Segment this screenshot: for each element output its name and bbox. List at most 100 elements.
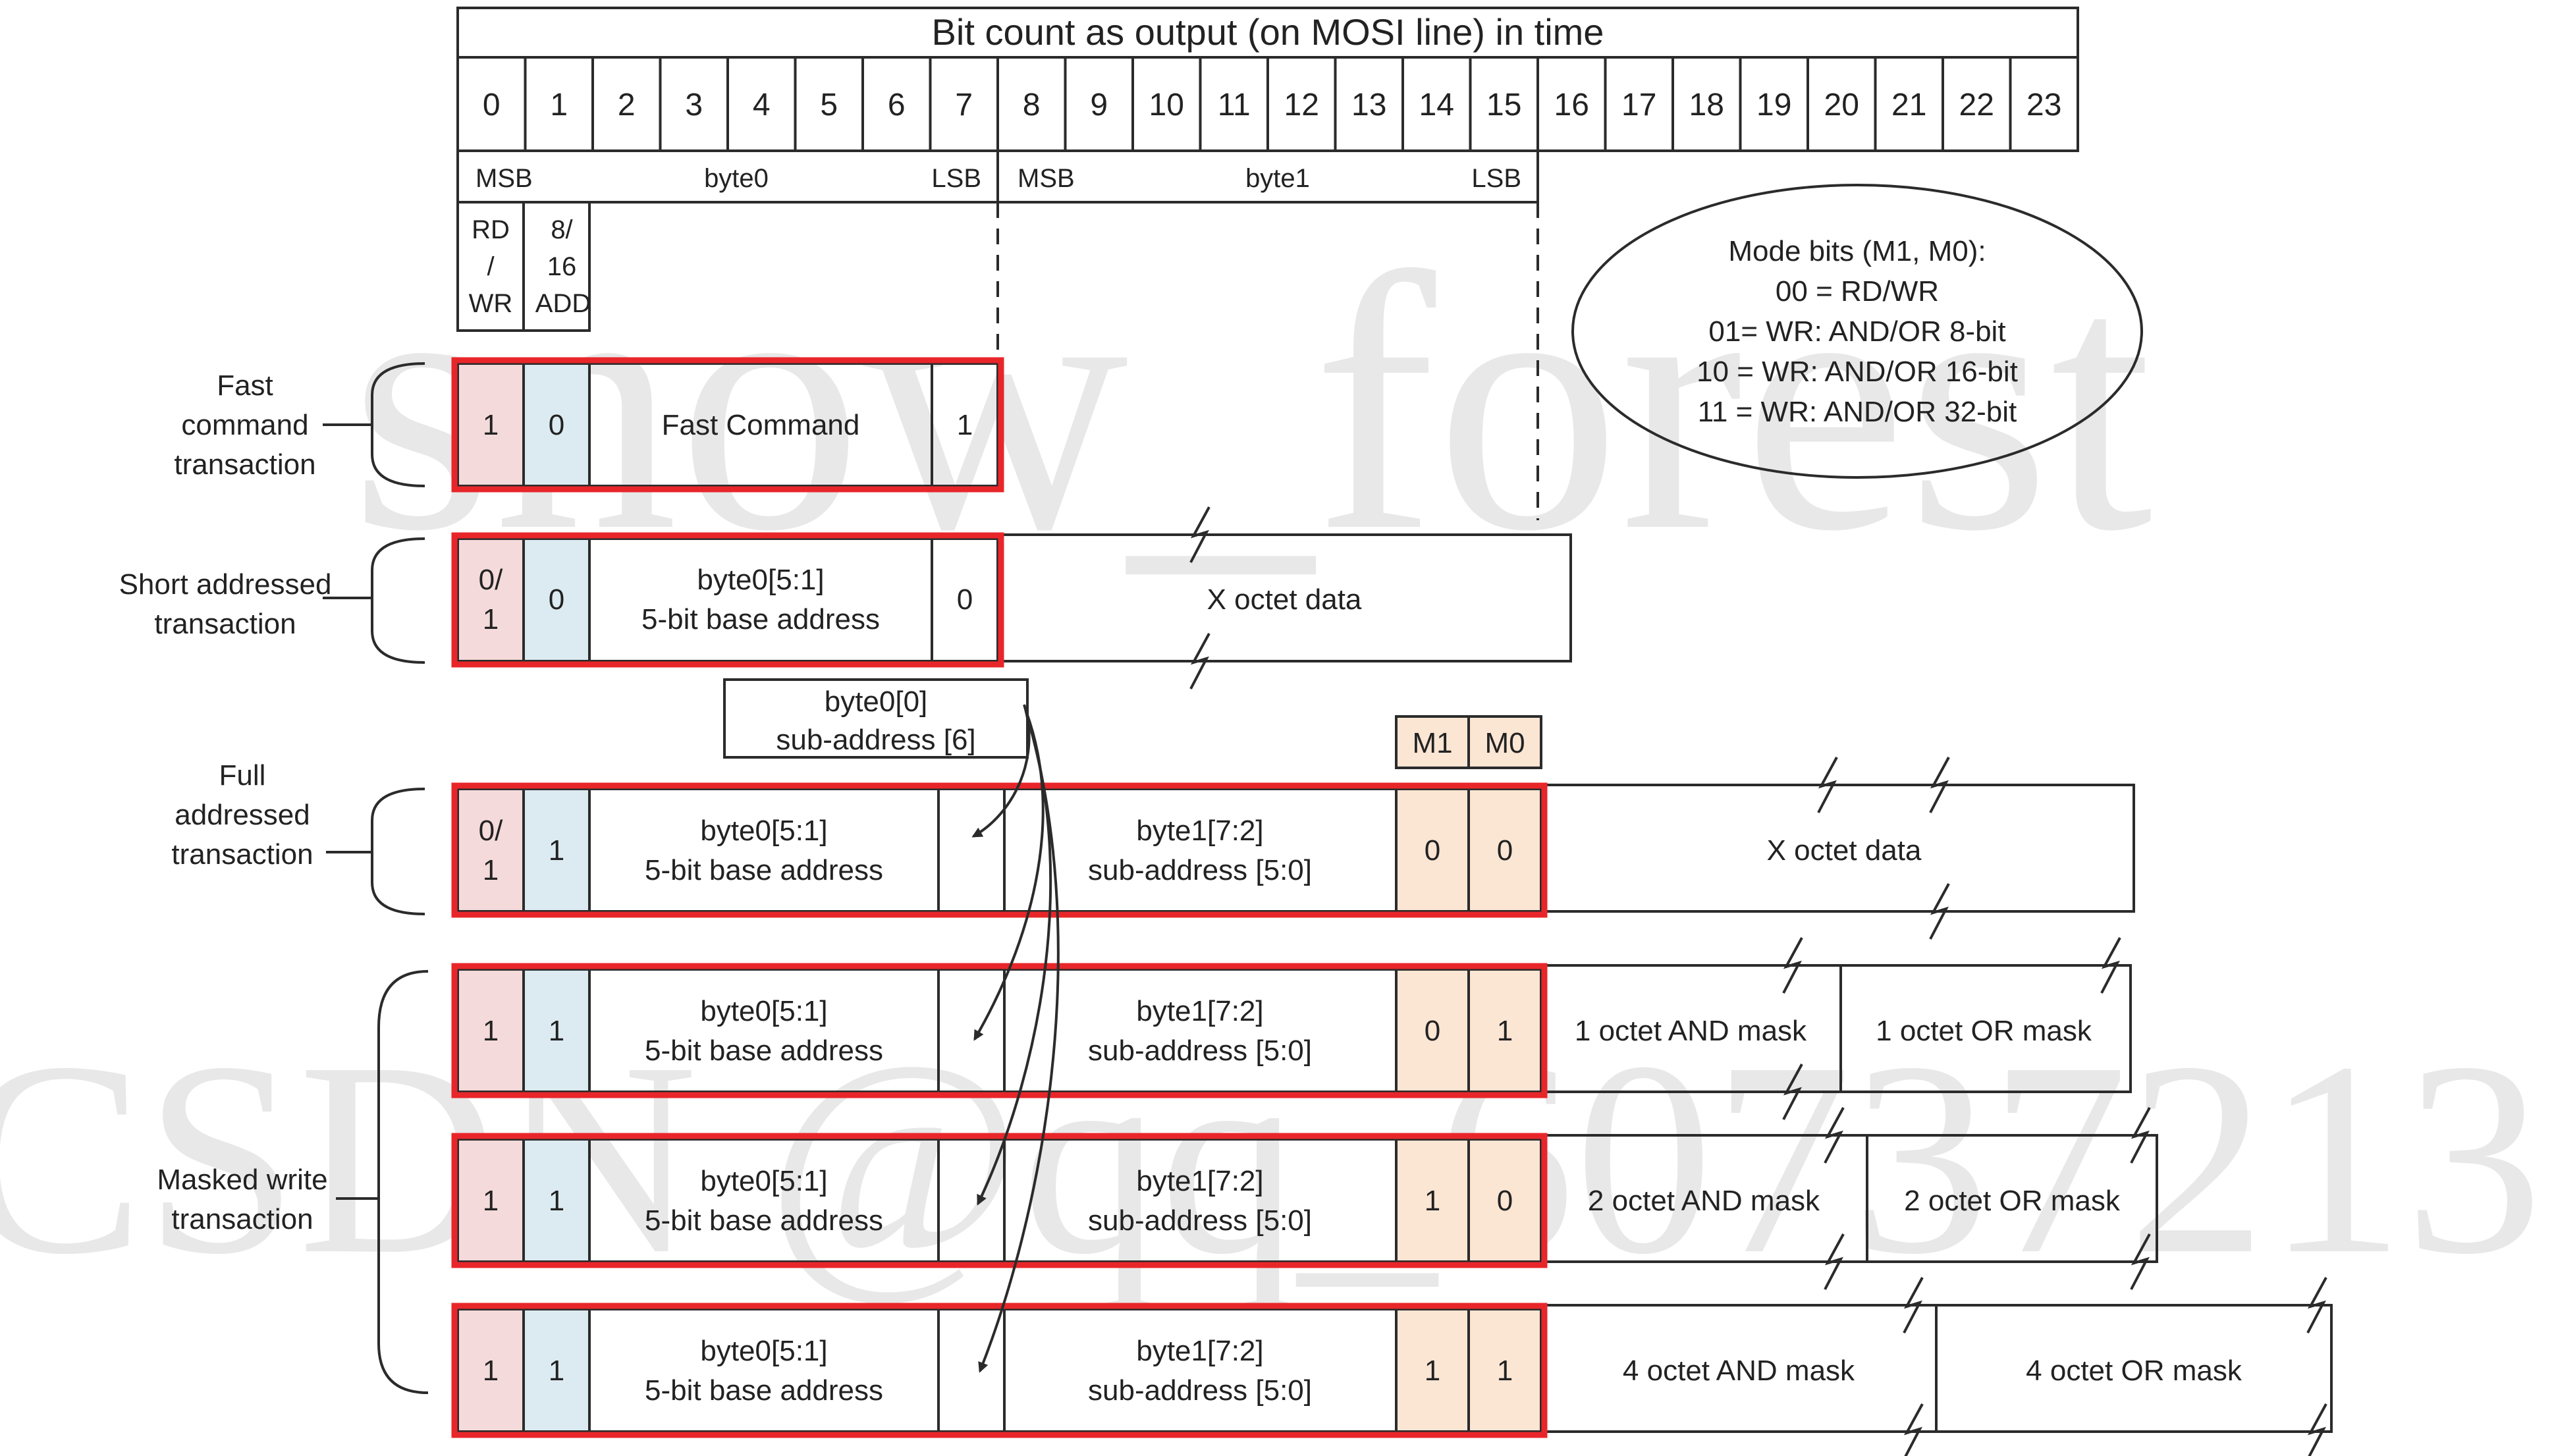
bit-index-10: 10	[1149, 88, 1184, 122]
row2-outline	[451, 1133, 1548, 1268]
masked-row-8bit: 1 1 byte0[5:1] 5-bit base address byte1[…	[451, 963, 2132, 1098]
row2-sub-line-2: sub-address [5:0]	[1088, 1204, 1312, 1237]
row1-outline	[451, 963, 1548, 1098]
break-mark	[1903, 1277, 1924, 1334]
short-bit1: 0	[549, 583, 564, 616]
masked-label-line-1: Masked write	[157, 1164, 327, 1196]
full-bit0-line-2: 1	[483, 854, 499, 886]
add-flag-line-1: 8/	[551, 215, 573, 244]
masked-label-line-2: transaction	[171, 1203, 313, 1235]
bit-index-22: 22	[1959, 88, 1994, 122]
add-flag-line-3: ADD	[535, 289, 591, 318]
row3-or-mask: 4 octet OR mask	[2026, 1355, 2242, 1387]
full-bit1: 1	[549, 834, 564, 867]
short-data-text: X octet data	[1207, 583, 1362, 616]
byte1-lsb: LSB	[1471, 164, 1521, 193]
full-base-line-2: 5-bit base address	[645, 854, 883, 886]
row1-bit0: 1	[483, 1015, 499, 1047]
short-bit0-line-1: 0/	[479, 564, 503, 596]
mode-bit-header: M1 M0	[1395, 715, 1542, 769]
bit-index-1: 1	[550, 88, 568, 122]
byte0-msb: MSB	[475, 164, 533, 193]
row1-m1: 0	[1425, 1015, 1440, 1047]
row2-base-line-2: 5-bit base address	[645, 1204, 883, 1237]
break-mark	[2130, 1107, 2151, 1164]
bit-index-16: 16	[1554, 88, 1589, 122]
full-sub-line-2: sub-address [5:0]	[1088, 854, 1312, 886]
full-label-line-2: addressed	[175, 799, 310, 831]
break-mark	[1817, 757, 1838, 813]
break-mark	[1824, 1107, 1845, 1164]
full-outline	[451, 782, 1548, 918]
row2-sub-line-1: byte1[7:2]	[1136, 1165, 1263, 1197]
subaddress-6-box: byte0[0] sub-address [6]	[723, 678, 1029, 759]
fast-command-text: Fast Command	[662, 409, 860, 441]
m1-header: M1	[1412, 727, 1452, 759]
row1-base-line-1: byte0[5:1]	[700, 995, 827, 1027]
bit-index-11: 11	[1218, 88, 1251, 122]
mode-note-line-4: 10 = WR: AND/OR 16-bit	[1697, 356, 2018, 388]
row1-bit1: 1	[549, 1015, 564, 1047]
bit-index-14: 14	[1419, 88, 1454, 122]
rdwr-flag-line-3: WR	[469, 289, 513, 318]
watermark: snow_forest CSDN @qq_60737213	[0, 199, 2543, 1312]
bit-index-6: 6	[888, 88, 906, 122]
break-mark	[2306, 1277, 2327, 1334]
bit-index-18: 18	[1689, 88, 1724, 122]
m0-header: M0	[1484, 727, 1525, 759]
row1-base-line-2: 5-bit base address	[645, 1035, 883, 1067]
bit-index-12: 12	[1284, 88, 1319, 122]
byte0-lsb: LSB	[931, 164, 981, 193]
byte0-label: byte0	[704, 164, 769, 193]
bit-index-15: 15	[1486, 88, 1521, 122]
row3-base-line-1: byte0[5:1]	[700, 1335, 827, 1367]
row1-and-mask: 1 octet AND mask	[1575, 1015, 1807, 1047]
subaddress-arrows	[971, 704, 1060, 1373]
row2-and-mask: 2 octet AND mask	[1588, 1185, 1820, 1217]
arrow-to-row1	[973, 711, 1045, 1041]
full-m0: 0	[1497, 834, 1513, 867]
row3-sub-line-2: sub-address [5:0]	[1088, 1374, 1312, 1407]
bit-index-5: 5	[820, 88, 838, 122]
bit-index-17: 17	[1621, 88, 1656, 122]
short-base-line-2: 5-bit base address	[641, 603, 880, 635]
row1-sub-line-1: byte1[7:2]	[1136, 995, 1263, 1027]
short-last-bit: 0	[957, 583, 973, 616]
row3-m1: 1	[1425, 1355, 1440, 1387]
masked-row-16bit: 1 1 byte0[5:1] 5-bit base address byte1[…	[451, 1133, 2158, 1268]
bit-index-2: 2	[618, 88, 636, 122]
bit-index-3: 3	[685, 88, 703, 122]
break-mark	[1824, 1233, 1845, 1290]
row1-m0: 1	[1497, 1015, 1513, 1047]
row3-or-mask-cell	[1935, 1304, 2333, 1433]
row2-or-mask-cell	[1866, 1134, 2158, 1263]
bit-index-0: 0	[483, 88, 501, 122]
short-addressed-transaction: Short addressed transaction 0/ 1 0 byte0…	[119, 532, 1572, 668]
rdwr-flag-line-1: RD	[472, 215, 510, 244]
full-bit0-line-1: 0/	[479, 815, 503, 847]
mode-bits-note: Mode bits (M1, M0): 00 = RD/WR 01= WR: A…	[1571, 184, 2143, 479]
fast-label-line-2: command	[181, 409, 308, 441]
flag-cells: RD / WR 8/ 16 ADD	[456, 201, 591, 332]
fast-command-transaction: Fast command transaction 1 0 Fast Comman…	[174, 357, 1004, 493]
fast-bit0: 1	[483, 409, 499, 441]
short-base-line-1: byte0[5:1]	[697, 564, 824, 596]
full-base-line-1: byte0[5:1]	[700, 815, 827, 847]
row1-or-mask-cell	[1839, 964, 2132, 1093]
short-bracket	[371, 537, 425, 664]
row3-bit0: 1	[483, 1355, 499, 1387]
full-sub-line-1: byte1[7:2]	[1136, 815, 1263, 847]
fast-label-line-3: transaction	[174, 448, 315, 481]
row2-m0: 0	[1497, 1185, 1513, 1217]
mode-note-line-1: Mode bits (M1, M0):	[1728, 235, 1986, 267]
row3-sub-line-1: byte1[7:2]	[1136, 1335, 1263, 1367]
mode-note-line-5: 11 = WR: AND/OR 32-bit	[1698, 396, 2017, 428]
break-mark	[1929, 883, 1950, 940]
break-marks	[1189, 506, 2327, 1456]
byte-row: MSB byte0 LSB MSB byte1 LSB	[456, 149, 1539, 203]
break-mark	[2100, 937, 2121, 994]
row2-bit0: 1	[483, 1185, 499, 1217]
break-mark	[1189, 633, 1210, 689]
